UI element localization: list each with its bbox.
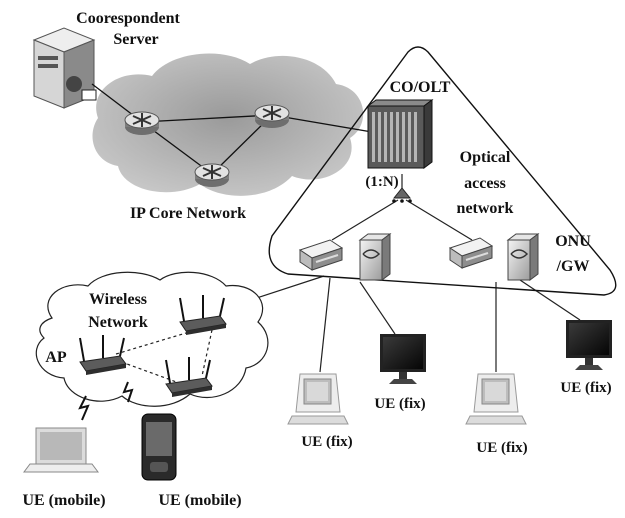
wireless-network-label: Network <box>88 314 148 331</box>
wireless-signal-icon <box>78 395 90 421</box>
ue-mobile-label: UE (mobile) <box>158 492 241 509</box>
olt-rack-icon <box>366 99 434 169</box>
co-olt-label: CO/OLT <box>390 79 451 96</box>
split-ratio-label: (1:N) <box>365 174 398 190</box>
wireless-network-label: Wireless <box>89 291 147 308</box>
router-icon <box>254 104 290 129</box>
optical-access-triangle <box>268 46 617 296</box>
router-icon <box>124 111 160 136</box>
ip-core-cloud <box>92 53 364 196</box>
core-network-label: IP Core Network <box>130 205 246 222</box>
ap-label: AP <box>45 349 67 366</box>
onu-icon <box>299 239 343 271</box>
wireless-links <box>115 329 213 385</box>
server-title: Server <box>113 31 158 48</box>
phone-icon <box>141 413 177 481</box>
ue-mobile-label: UE (mobile) <box>22 492 105 509</box>
ue-fix-label: UE (fix) <box>560 380 611 396</box>
access-links <box>213 174 581 373</box>
onu-icon <box>449 237 493 269</box>
onu-label: /GW <box>556 258 590 275</box>
gateway-icon <box>359 233 391 281</box>
onu-label: ONU <box>555 233 591 250</box>
wireless-signal-icon <box>122 381 134 403</box>
optical-network-label: network <box>457 200 514 217</box>
ue-fix-label: UE (fix) <box>301 434 352 450</box>
monitor-icon <box>380 334 426 384</box>
crt-computer-icon <box>465 373 527 425</box>
monitor-icon <box>566 320 612 370</box>
server-title: Coorespondent <box>76 10 180 27</box>
optical-network-label: access <box>464 175 506 192</box>
laptop-icon <box>23 427 99 473</box>
optical-network-label: Optical <box>460 149 511 166</box>
crt-computer-icon <box>287 373 349 425</box>
splitter-icon <box>392 187 412 203</box>
wireless-cloud <box>35 271 269 407</box>
ue-fix-label: UE (fix) <box>476 440 527 456</box>
ue-fix-label: UE (fix) <box>374 396 425 412</box>
gateway-icon <box>507 233 539 281</box>
router-icon <box>194 163 230 188</box>
server-icon <box>32 27 97 109</box>
